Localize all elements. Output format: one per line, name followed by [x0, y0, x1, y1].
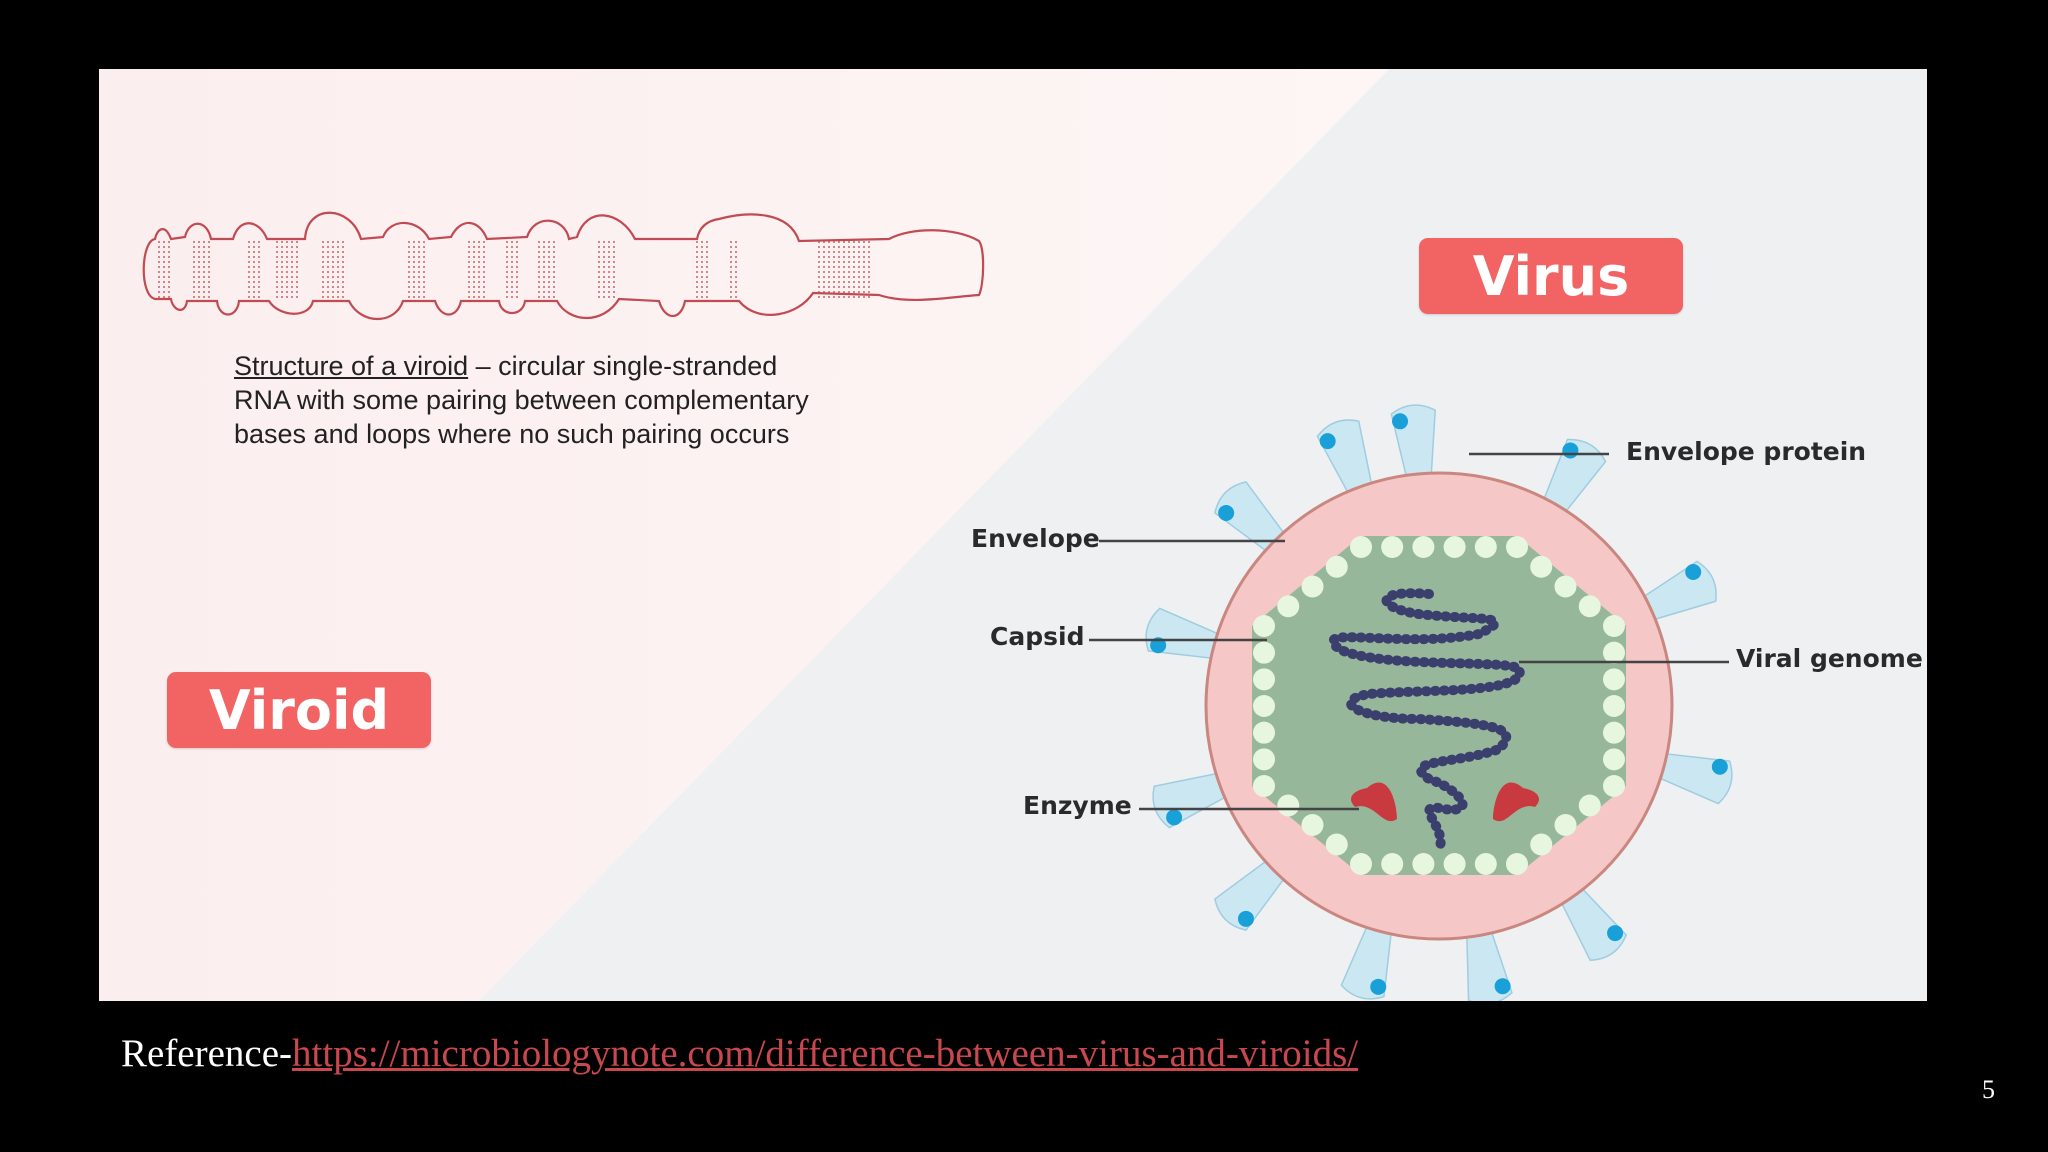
spike-dot: [1166, 809, 1183, 826]
capsomere: [1381, 536, 1404, 558]
capsomere: [1253, 615, 1275, 637]
enzyme-left: [1351, 782, 1397, 822]
capsomere: [1554, 575, 1577, 598]
virus-viroid-illustration: [99, 69, 1927, 1001]
spike-dot: [1150, 637, 1167, 654]
viral-genome-label: Viral genome: [1736, 644, 1923, 673]
spike-dot: [1370, 978, 1387, 995]
spike-dot: [1319, 433, 1336, 450]
capsomere: [1381, 853, 1404, 875]
envelope-protein-spike: [1558, 884, 1628, 962]
viroid-caption-title: Structure of a viroid: [234, 351, 469, 381]
capsomere: [1325, 555, 1348, 578]
viral-genome-strand: [1328, 588, 1525, 854]
spike-dot: [1685, 564, 1702, 581]
capsomeres: [1253, 536, 1625, 875]
viroid-caption: Structure of a viroid – circular single-…: [234, 349, 934, 451]
capsomere: [1578, 595, 1601, 618]
capsomere: [1277, 595, 1300, 618]
capsomere: [1443, 536, 1466, 558]
capsomere: [1253, 748, 1275, 771]
enzyme-right: [1493, 782, 1539, 822]
capsomere: [1603, 721, 1625, 744]
capsomere: [1603, 695, 1625, 717]
capsomere: [1443, 853, 1466, 875]
capsomere: [1554, 814, 1577, 836]
spike-dot: [1607, 925, 1624, 942]
capsomere: [1530, 833, 1553, 856]
envelope-label: Envelope: [971, 524, 1100, 553]
spike-dot: [1237, 910, 1254, 927]
reference-line: Reference-https://microbiologynote.com/d…: [121, 1031, 1358, 1076]
leader-lines: [1089, 452, 1729, 811]
capsomere: [1350, 536, 1372, 558]
spike-dot: [1494, 978, 1511, 995]
reference-link[interactable]: https://microbiologynote.com/difference-…: [292, 1032, 1359, 1075]
slide-image: Virus Viroid Structure of a viroid – cir…: [99, 69, 1927, 1001]
capsomere: [1530, 555, 1553, 578]
spike-dot: [1562, 442, 1579, 459]
capsomere: [1603, 748, 1625, 771]
viroid-rna-structure: [142, 211, 985, 321]
page-number: 5: [1982, 1075, 1995, 1104]
enzyme-label: Enzyme: [1023, 791, 1132, 820]
spike-dot: [1711, 758, 1728, 775]
capsomere: [1253, 695, 1275, 717]
capsomere: [1603, 775, 1625, 797]
envelope-protein-label: Envelope protein: [1626, 437, 1867, 466]
capsomere: [1506, 536, 1528, 558]
capsomere: [1474, 853, 1497, 875]
spike-dot: [1392, 413, 1409, 430]
capsid-hexagon: [1252, 536, 1626, 875]
envelope-protein-spike: [1541, 438, 1607, 516]
capsomere: [1603, 615, 1625, 637]
capsomere: [1253, 641, 1275, 664]
virus-particle: [1145, 404, 1733, 1001]
viroid-caption-line2: RNA with some pairing between complement…: [234, 385, 809, 415]
capsomere: [1253, 721, 1275, 744]
envelope-spikes: [1145, 404, 1733, 1001]
viroid-caption-line3: bases and loops where no such pairing oc…: [234, 419, 790, 449]
capsomere: [1253, 775, 1275, 797]
capsomere: [1350, 853, 1372, 875]
envelope-protein-spike: [1214, 481, 1288, 555]
viroid-label: Viroid: [167, 672, 431, 748]
capsomere: [1277, 794, 1300, 817]
capsomere: [1412, 853, 1435, 875]
spike-dot: [1218, 504, 1235, 521]
virus-label: Virus: [1419, 238, 1683, 314]
capsomere: [1578, 794, 1601, 817]
reference-prefix: Reference-: [121, 1032, 293, 1075]
capsid-label: Capsid: [990, 622, 1085, 651]
capsomere: [1325, 833, 1348, 856]
capsomere: [1506, 853, 1528, 875]
capsomere: [1412, 536, 1435, 558]
capsomere: [1301, 575, 1324, 598]
capsomere: [1474, 536, 1497, 558]
capsomere: [1253, 668, 1275, 691]
capsomere: [1301, 814, 1324, 836]
capsomere: [1603, 668, 1625, 691]
capsomere: [1603, 641, 1625, 664]
envelope-protein-spike: [1214, 857, 1288, 931]
viroid-caption-line1: – circular single-stranded: [468, 351, 778, 381]
